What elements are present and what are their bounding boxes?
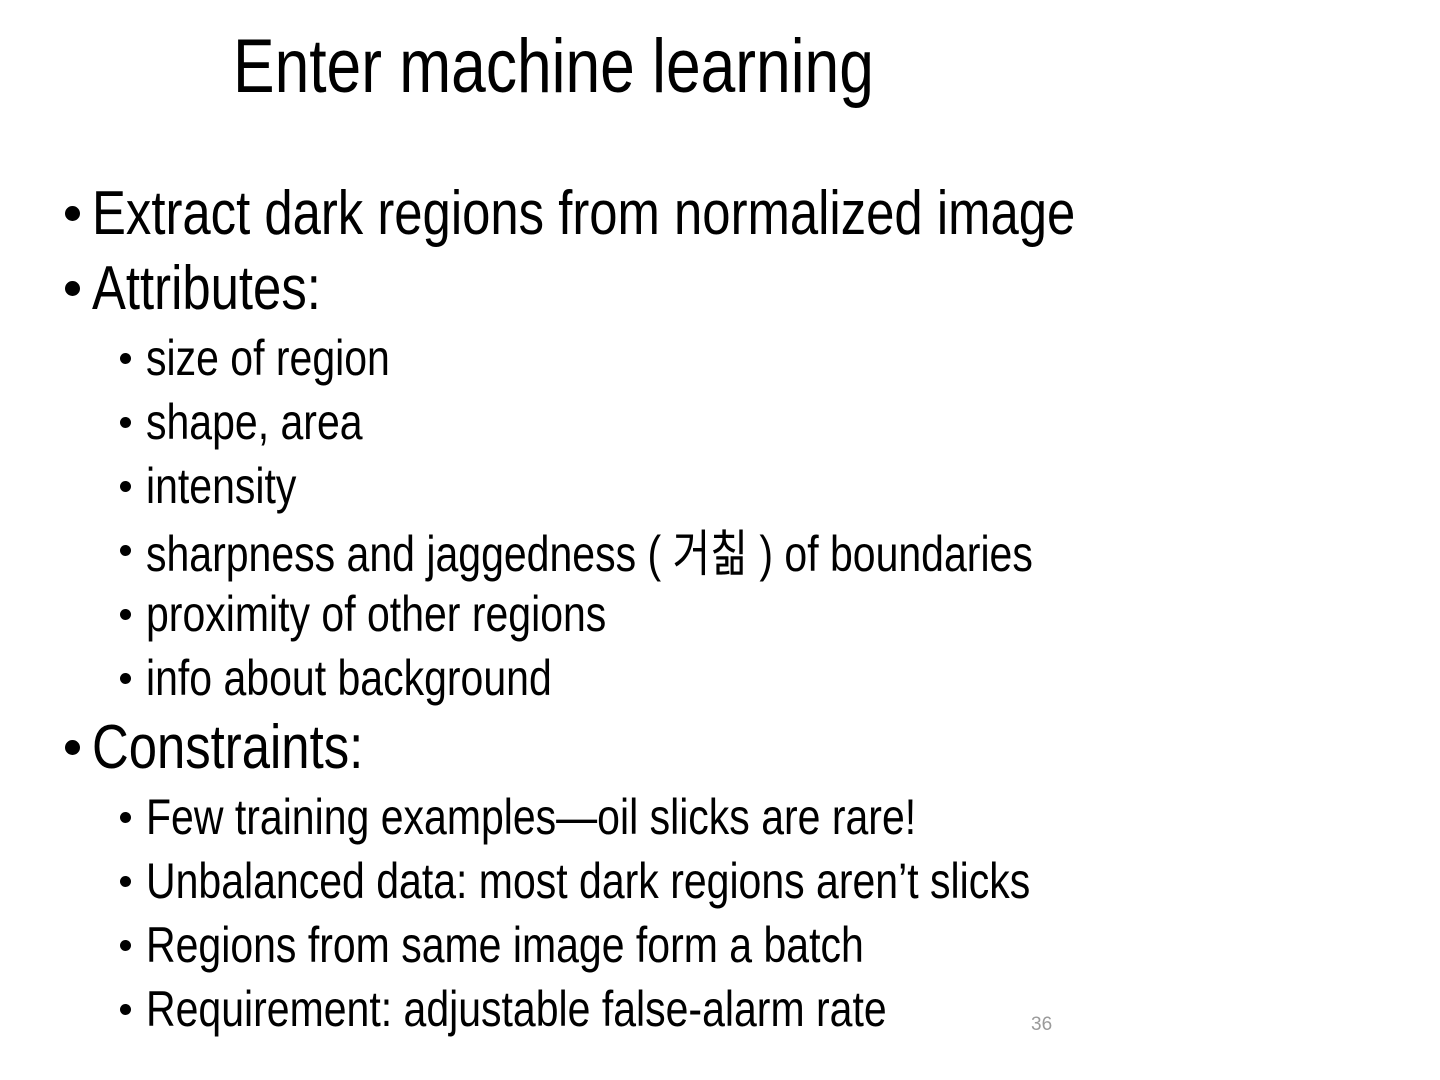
bullet-item: Unbalanced data: most dark regions aren’… (65, 849, 1291, 913)
bullet-list: Extract dark regions from normalized ima… (65, 176, 1291, 1041)
bullet-icon (120, 480, 131, 492)
bullet-icon (120, 939, 131, 951)
bullet-icon (120, 811, 131, 823)
bullet-icon (120, 352, 131, 364)
bullet-text: shape, area (146, 394, 363, 450)
bullet-item: size of region (65, 326, 1291, 390)
bullet-text: Few training examples—oil slicks are rar… (146, 789, 917, 845)
bullet-item: Requirement: adjustable false-alarm rate (65, 977, 1291, 1041)
bullet-icon (120, 672, 131, 684)
bullet-text: sharpness and jaggedness ( 거칢 ) of bound… (146, 526, 1033, 582)
bullet-text: info about background (146, 650, 552, 706)
bullet-text: proximity of other regions (146, 586, 607, 642)
bullet-item: intensity (65, 454, 1291, 518)
bullet-icon (120, 608, 131, 620)
bullet-item: Extract dark regions from normalized ima… (65, 176, 1291, 251)
bullet-text: Constraints: (92, 713, 364, 782)
bullet-icon (65, 281, 80, 296)
bullet-item: Constraints: (65, 710, 1291, 785)
bullet-text: Attributes: (92, 254, 321, 323)
bullet-item: proximity of other regions (65, 582, 1291, 646)
bullet-text: Regions from same image form a batch (146, 917, 864, 973)
bullet-item: Few training examples—oil slicks are rar… (65, 785, 1291, 849)
bullet-text: Unbalanced data: most dark regions aren’… (146, 853, 1031, 909)
slide-title: Enter machine learning (233, 24, 874, 109)
bullet-item: shape, area (65, 390, 1291, 454)
bullet-text: size of region (146, 330, 390, 386)
bullet-item: Regions from same image form a batch (65, 913, 1291, 977)
bullet-icon (120, 875, 131, 887)
bullet-icon (65, 206, 80, 221)
bullet-icon (65, 740, 80, 755)
bullet-icon (120, 416, 131, 428)
bullet-text: intensity (146, 458, 297, 514)
bullet-text: Requirement: adjustable false-alarm rate (146, 981, 887, 1037)
bullet-icon (120, 1003, 131, 1015)
bullet-text: Extract dark regions from normalized ima… (92, 179, 1076, 248)
bullet-item: Attributes: (65, 251, 1291, 326)
bullet-icon (120, 544, 131, 556)
bullet-item: info about background (65, 646, 1291, 710)
page-number: 36 (1031, 1014, 1053, 1035)
bullet-item: sharpness and jaggedness ( 거칢 ) of bound… (65, 518, 1291, 582)
